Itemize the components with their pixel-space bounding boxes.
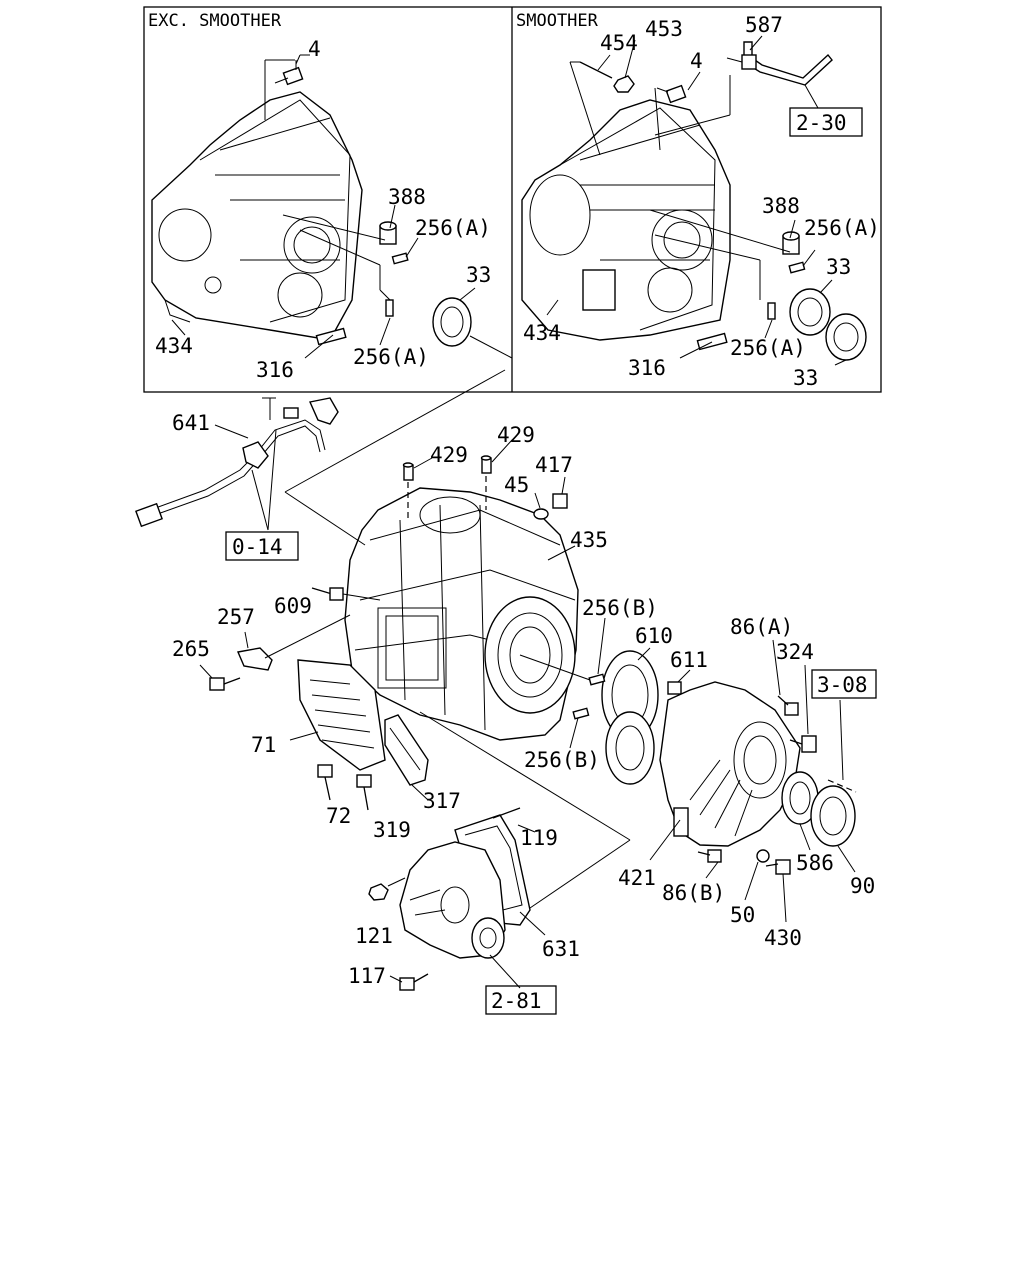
ref-box-0-14 [225,531,299,561]
label-631: 631 [542,937,580,961]
label-117: 117 [348,964,386,988]
label-434: 434 [523,321,561,345]
ref-label-0-14: 0-14 [232,535,283,559]
bolt-611 [667,669,691,695]
label-256b: 256(B) [524,748,600,772]
stud-454 [579,61,613,79]
label-316: 316 [256,358,294,382]
label-45: 45 [504,473,529,497]
pto-unit [399,841,506,959]
clutch-housing-exc-smoother [151,54,513,359]
label-641: 641 [172,411,210,435]
label-586: 586 [796,851,834,875]
label-587: 587 [745,13,783,37]
label-90: 90 [850,874,875,898]
bolt-72 [317,764,333,801]
bolt-4-left [274,60,304,86]
ref-label-2-81: 2-81 [491,989,542,1013]
label-121: 121 [355,924,393,948]
bolt-86b [697,849,722,879]
label-610: 610 [635,624,673,648]
washer-50 [756,849,770,863]
label-454: 454 [600,31,638,55]
label-421: 421 [618,866,656,890]
label-417: 417 [535,453,573,477]
label-257: 257 [217,605,255,629]
seal-90 [810,785,856,873]
ref-box-2-30 [789,107,863,137]
label-4: 4 [690,49,703,73]
label-388: 388 [388,185,426,209]
label-72: 72 [326,804,351,828]
label-317: 317 [423,789,461,813]
washer-45 [533,508,549,520]
seal-586 [781,771,819,851]
label-256a: 256(A) [415,216,491,240]
label-256a: 256(A) [353,345,429,369]
label-71: 71 [251,733,276,757]
label-324: 324 [776,640,814,664]
label-316: 316 [628,356,666,380]
gasket-610-lower [605,711,655,785]
side-cover-71 [289,659,386,771]
bolt-319 [356,774,372,811]
label-435: 435 [570,528,608,552]
ref-box-2-81 [485,985,557,1015]
bolt-265 [209,677,241,691]
label-429: 429 [497,423,535,447]
gasket-317 [384,714,429,801]
rear-extension-housing [659,681,801,847]
label-434: 434 [155,334,193,358]
bolt-86a [772,639,799,716]
ref-label-3-08: 3-08 [817,673,868,697]
label-4: 4 [308,37,321,61]
nut-453 [613,75,635,93]
speed-sensor-harness-641 [135,397,339,531]
label-33: 33 [793,366,818,390]
bracket-257 [237,614,351,671]
label-430: 430 [764,926,802,950]
dowel-429-a [402,462,414,520]
seal-33-right-b [825,313,867,361]
transmission-case-435 [344,487,579,741]
label-256b: 256(B) [582,596,658,620]
clutch-housing-smoother [521,35,867,366]
label-119: 119 [520,826,558,850]
vent-324 [789,664,817,753]
pipe-587 [726,41,833,86]
seal-33-right-a [789,288,831,336]
bolt-4-right [656,84,687,104]
bolt-117 [389,973,429,991]
label-256a: 256(A) [730,336,806,360]
bushing-388-left [379,221,397,245]
plug-417 [552,493,568,509]
nut-121 [368,877,406,901]
dowel-429-b [480,455,492,510]
label-453: 453 [645,17,683,41]
inset-panels: EXC. SMOOTHER SMOOTHER [143,6,882,393]
label-319: 319 [373,818,411,842]
bolt-609 [311,587,381,601]
ref-label-2-30: 2-30 [796,111,847,135]
label-265: 265 [172,637,210,661]
panel-title-exc-smoother: EXC. SMOOTHER [148,11,282,31]
part-labels: 4 388 256(A) 33 434 316 256(A) 454 453 5… [155,13,880,988]
panel-title-smoother: SMOOTHER [516,11,599,31]
label-388: 388 [762,194,800,218]
seal-33-left [432,297,472,347]
plug-430 [765,859,791,923]
label-86a: 86(A) [730,615,793,639]
label-609: 609 [274,594,312,618]
label-33: 33 [466,263,491,287]
label-50: 50 [730,903,755,927]
ref-box-3-08 [811,669,877,699]
label-429: 429 [430,443,468,467]
stud-119 [492,807,536,833]
label-256a: 256(A) [804,216,880,240]
label-611: 611 [670,648,708,672]
label-86b: 86(B) [662,881,725,905]
label-33: 33 [826,255,851,279]
